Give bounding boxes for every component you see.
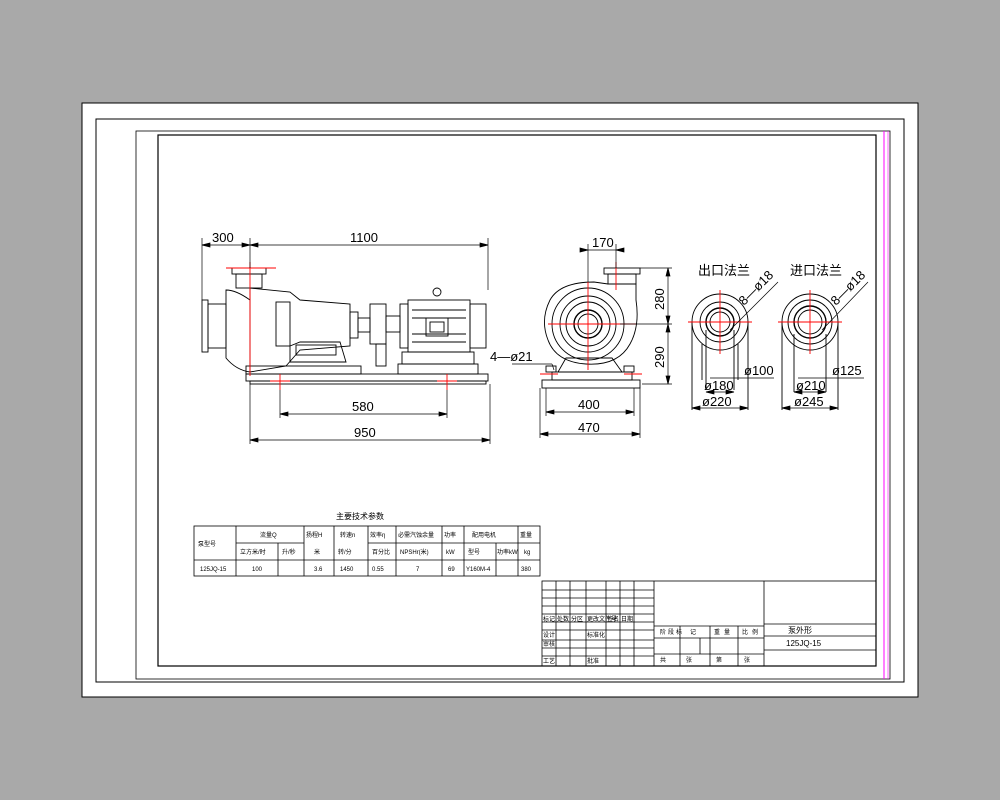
tb-r3-0: 审核 <box>543 640 555 648</box>
params-sub-type: 型号 <box>468 548 480 556</box>
tb-mid-4: 重 <box>714 628 720 636</box>
params-val-eff: 0.55 <box>372 567 384 573</box>
outlet-flange-d180: ø180 <box>704 378 734 393</box>
params-table-text: 泵型号 流量Q 扬程H 转速n 效率η 必需汽蚀余量 功率 配用电机 重量 立方… <box>198 531 532 573</box>
params-sub-motorkw: 功率kW <box>497 548 518 556</box>
params-val-speed: 1450 <box>340 567 354 573</box>
params-sub-npshr: NPSHr(米) <box>400 548 429 556</box>
dim-170: 170 <box>592 235 614 250</box>
drawing-model: 125JQ-15 <box>786 639 822 648</box>
params-header-eff: 效率η <box>370 531 385 539</box>
tb-mid-5: 量 <box>724 629 730 636</box>
params-val-npshr: 7 <box>416 567 420 573</box>
title-block <box>541 580 877 667</box>
tb-mid-7: 例 <box>752 628 758 636</box>
tb-r1-1: 处数 <box>557 615 569 623</box>
params-sub-m: 米 <box>314 548 320 556</box>
params-sub-m3h: 立方米/时 <box>240 548 266 556</box>
tb-r1-5: 日期 <box>621 615 633 623</box>
params-val-flow: 100 <box>252 567 263 573</box>
front-view-dimensions <box>512 244 672 438</box>
params-sub-rpm: 转/分 <box>338 548 352 556</box>
inlet-flange-d245: ø245 <box>794 394 824 409</box>
params-sub-kg: kg <box>524 550 530 556</box>
params-val-motor: Y160M-4 <box>466 567 491 573</box>
side-view <box>201 267 489 385</box>
inlet-flange-title: 进口法兰 <box>790 263 842 278</box>
tb-mid-2: 标 <box>676 628 682 636</box>
tb-mid-3: 记 <box>690 629 696 636</box>
tb-sheet-0: 共 <box>660 656 666 664</box>
tb-sheet-1: 张 <box>686 656 692 664</box>
params-sub-pct: 百分比 <box>372 548 390 556</box>
tb-r1-2: 分区 <box>571 615 583 623</box>
side-view-dimensions <box>201 238 491 444</box>
outlet-flange-d220: ø220 <box>702 394 732 409</box>
dim-400: 400 <box>578 397 600 412</box>
tb-r2-0: 设计 <box>543 631 555 639</box>
params-sub-ls: 升/秒 <box>282 548 296 556</box>
tb-sheet-3: 张 <box>744 656 750 664</box>
tb-mid-1: 段 <box>668 628 674 636</box>
params-header-npsh: 必需汽蚀余量 <box>398 531 434 539</box>
params-header-flow: 流量Q <box>260 531 277 539</box>
tb-mid-6: 比 <box>742 628 748 636</box>
params-val-power: 69 <box>448 567 455 573</box>
params-header-speed: 转速n <box>340 531 355 539</box>
tb-r1-4: 签名 <box>607 615 619 623</box>
params-header-head: 扬程H <box>306 531 322 539</box>
binding-frame <box>135 130 891 680</box>
outlet-flange-centerlines <box>688 290 752 354</box>
side-view-centerlines <box>226 262 457 390</box>
tb-r1-0: 标记 <box>543 615 555 623</box>
drawing-sheet <box>81 102 919 698</box>
tb-r4-3: 批准 <box>587 657 599 665</box>
inlet-flange-centerlines <box>778 290 842 354</box>
outlet-flange-title: 出口法兰 <box>698 263 750 278</box>
dim-bolt-holes: 4—ø21 <box>490 349 533 364</box>
dim-950: 950 <box>354 425 376 440</box>
drawing-name: 泵外形 <box>788 625 812 635</box>
tb-r2-3: 标准化 <box>587 631 605 639</box>
params-header-motor: 配用电机 <box>472 531 496 539</box>
dim-470: 470 <box>578 420 600 435</box>
params-header-weight: 重量 <box>520 531 532 539</box>
params-table <box>193 525 541 577</box>
dim-1100: 1100 <box>350 230 378 245</box>
outer-frame <box>95 118 905 683</box>
inner-frame <box>157 134 877 667</box>
outlet-flange-dimensions <box>691 281 779 411</box>
inlet-flange-d125: ø125 <box>832 363 862 378</box>
dim-580: 580 <box>352 399 374 414</box>
outlet-flange-d100: ø100 <box>744 363 774 378</box>
params-val-head: 3.6 <box>314 567 323 573</box>
tb-mid-0: 阶 <box>660 628 666 636</box>
params-val-weight: 380 <box>521 567 532 573</box>
params-header-model: 泵型号 <box>198 540 216 548</box>
tb-r4-0: 工艺 <box>543 657 555 665</box>
dim-290: 290 <box>652 346 667 368</box>
dim-280: 280 <box>652 288 667 310</box>
tb-sheet-2: 第 <box>716 656 722 664</box>
params-header-power: 功率 <box>444 531 456 539</box>
inlet-flange-dimensions <box>781 281 869 411</box>
params-table-title: 主要技术参数 <box>336 511 384 521</box>
params-sub-kw: kW <box>446 550 455 556</box>
dim-300: 300 <box>212 230 234 245</box>
tb-r1-3: 更改文件号 <box>587 615 617 623</box>
inlet-flange-d210: ø210 <box>796 378 826 393</box>
title-block-text: 标记 处数 分区 更改文件号 签名 日期 设计 标准化 审核 工艺 批准 阶 段… <box>543 615 822 665</box>
params-val-model: 125JQ-15 <box>200 567 227 573</box>
